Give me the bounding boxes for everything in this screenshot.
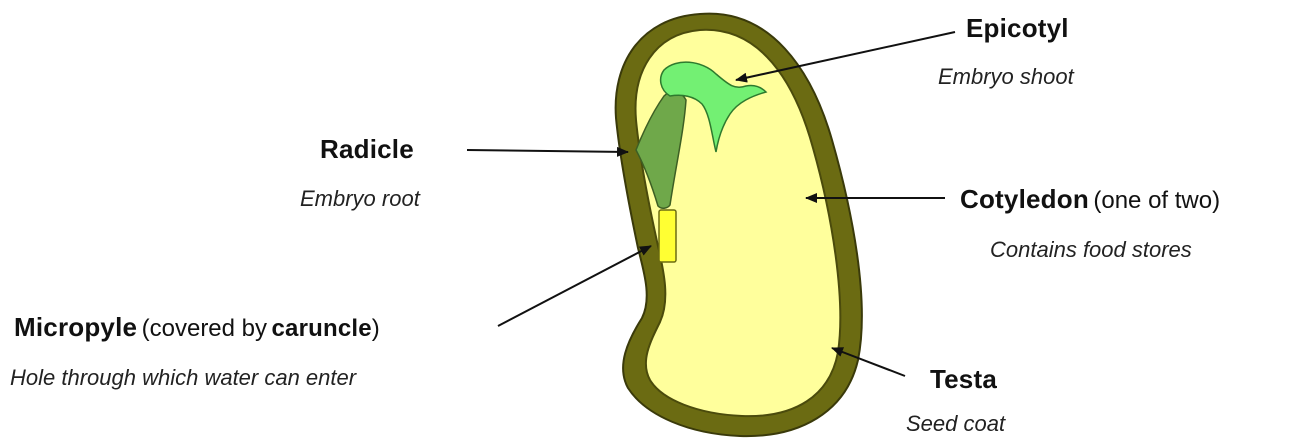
caruncle-term: caruncle — [271, 315, 371, 342]
cotyledon-note: (one of two) — [1093, 187, 1220, 214]
epicotyl-term: Epicotyl — [966, 13, 1069, 43]
testa-description: Seed coat — [906, 411, 1005, 437]
micropyle-note-open: (covered by — [142, 315, 267, 342]
epicotyl-description: Embryo shoot — [938, 64, 1074, 90]
cotyledon-description: Contains food stores — [990, 237, 1192, 263]
testa-term: Testa — [930, 364, 997, 394]
radicle-term: Radicle — [320, 134, 414, 164]
cotyledon-term: Cotyledon — [960, 184, 1089, 214]
radicle-arrow — [467, 150, 628, 152]
epicotyl-label: Epicotyl — [966, 13, 1069, 44]
testa-label: Testa — [930, 364, 997, 395]
micropyle-shape — [659, 210, 676, 262]
radicle-description: Embryo root — [300, 186, 420, 212]
cotyledon-label: Cotyledon (one of two) — [960, 184, 1220, 215]
micropyle-note-close: ) — [372, 315, 380, 342]
micropyle-term: Micropyle — [14, 312, 137, 342]
micropyle-description: Hole through which water can enter — [10, 365, 356, 391]
radicle-label: Radicle — [320, 134, 414, 165]
micropyle-arrow — [498, 246, 651, 326]
micropyle-label: Micropyle (covered by caruncle) — [14, 312, 380, 343]
